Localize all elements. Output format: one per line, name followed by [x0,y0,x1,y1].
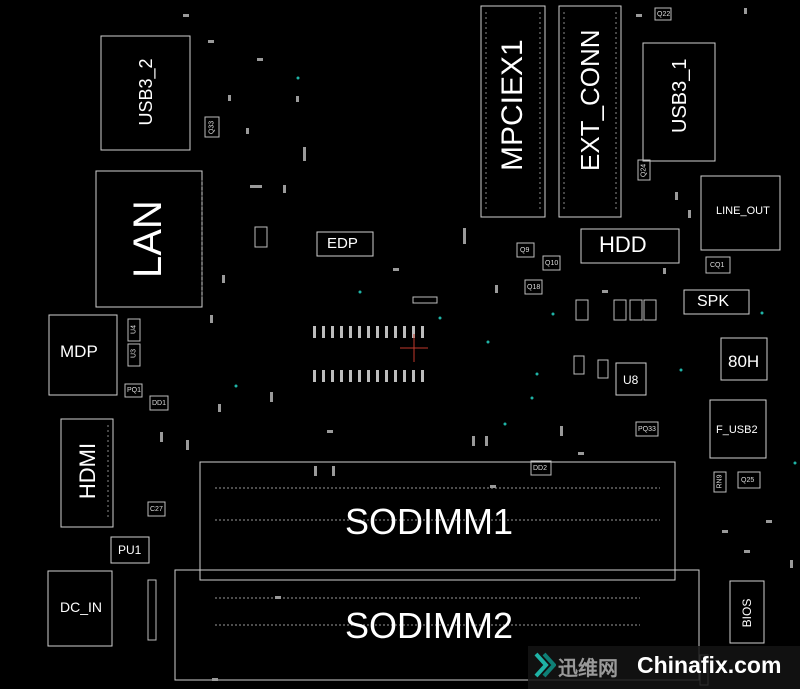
dd2-label: DD2 [533,465,548,472]
cq1-label: CQ1 [710,262,725,269]
q10-label: Q10 [545,260,559,267]
ext-conn-label: EXT_CONN [575,29,605,171]
usb3-1-label: USB3_1 [669,58,691,134]
hdd-label: HDD [599,232,647,257]
q22-label: Q22 [657,11,671,18]
rn9-label: RN9 [716,474,724,489]
spk-label: SPK [697,293,730,310]
pq33-label: PQ33 [638,426,656,433]
lan-label: LAN [126,200,170,278]
watermark-background [528,646,800,689]
q18-label: Q18 [527,284,541,291]
dd1-label: DD1 [152,400,167,407]
pq1-label: PQ1 [127,387,142,394]
watermark-logo-icon [534,652,556,678]
dc-in-label: DC_IN [60,599,103,615]
port-80h-label: 80H [728,352,760,371]
mdp-label: MDP [60,342,98,361]
usb3-2-label: USB3_2 [136,58,156,126]
q9-label: Q9 [520,247,530,254]
u4-label: U4 [130,325,138,334]
mpciex1-label: MPCIEX1 [496,39,529,171]
watermark-en: Chinafix.com [637,652,782,678]
watermark-cn: 迅维网 [558,656,618,680]
sodimm2-label: SODIMM2 [345,605,514,646]
f-usb2-label: F_USB2 [716,424,758,436]
u8-label: U8 [623,373,639,387]
q25-label: Q25 [741,477,755,484]
edp-label: EDP [327,235,358,252]
hdmi-label: HDMI [75,442,100,500]
pu1-label: PU1 [118,543,142,557]
sodimm1-label: SODIMM1 [345,501,514,542]
c27-label: C27 [150,506,163,513]
bios-label: BIOS [740,598,754,628]
u3-label: U3 [130,349,138,358]
q24-label: Q24 [640,163,648,178]
q33-label: Q33 [208,120,216,135]
line-out-label: LINE_OUT [716,205,770,217]
